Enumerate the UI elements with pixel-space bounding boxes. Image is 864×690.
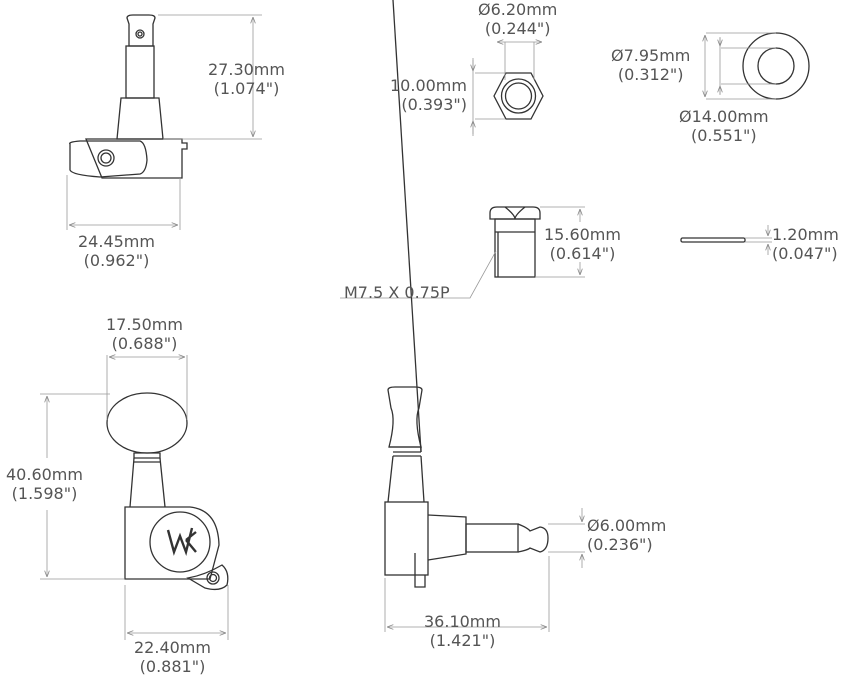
hex-nut-view bbox=[493, 72, 544, 120]
washer-inner-diameter-label: Ø7.95mm (0.312") bbox=[611, 46, 691, 84]
bushing-thread-label: M7.5 X 0.75P bbox=[344, 283, 450, 302]
front-tuner-height-label: 40.60mm (1.598") bbox=[6, 465, 83, 503]
bushing-dims bbox=[340, 206, 585, 299]
front-tuner-dims bbox=[40, 355, 229, 640]
washer-thickness-label: 1.20mm (0.047") bbox=[772, 225, 839, 263]
washer-dims bbox=[705, 32, 776, 100]
side-tuner-view bbox=[384, 0, 549, 588]
side-tuner-dims bbox=[384, 508, 585, 632]
washer-side-dims bbox=[745, 225, 772, 255]
bushing-view bbox=[489, 206, 541, 278]
bushing-height-label: 15.60mm (0.614") bbox=[544, 225, 621, 263]
front-tuner-view bbox=[106, 392, 229, 591]
side-tuner-length-label: 36.10mm (1.421") bbox=[424, 612, 501, 650]
side-tuner-post-diameter-label: Ø6.00mm (0.236") bbox=[587, 516, 667, 554]
front-tuner-button-width-label: 17.50mm (0.688") bbox=[106, 315, 183, 353]
washer-outer-diameter-label: Ø14.00mm (0.551") bbox=[679, 107, 769, 145]
washer-side-view bbox=[680, 237, 746, 243]
top-tuner-view bbox=[69, 14, 188, 179]
washer-view bbox=[742, 32, 810, 100]
front-tuner-base-width-label: 22.40mm (0.881") bbox=[134, 638, 211, 676]
hex-nut-dims bbox=[473, 42, 542, 136]
top-tuner-width-label: 24.45mm (0.962") bbox=[78, 232, 155, 270]
top-tuner-dims bbox=[66, 14, 262, 230]
hex-nut-diameter-label: Ø6.20mm (0.244") bbox=[478, 0, 558, 38]
hex-nut-flats-label: 10.00mm (0.393") bbox=[390, 76, 467, 114]
top-tuner-height-label: 27.30mm (1.074") bbox=[208, 60, 285, 98]
